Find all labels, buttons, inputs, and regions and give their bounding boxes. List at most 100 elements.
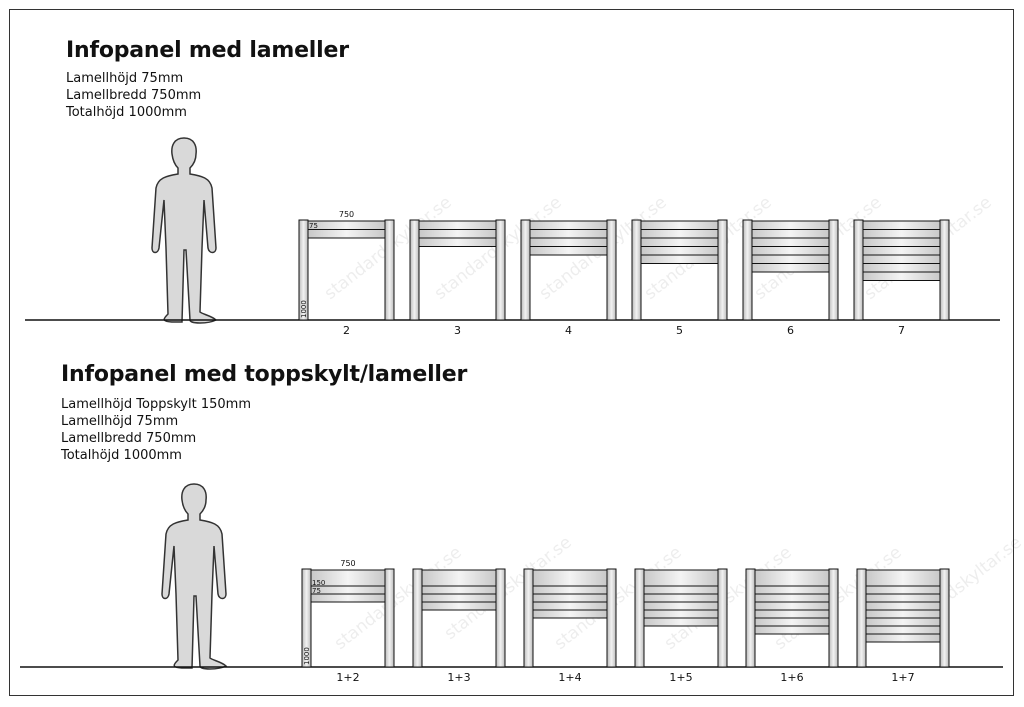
post-right bbox=[606, 568, 617, 668]
dimension-top-sign: 150 bbox=[312, 579, 325, 587]
slat bbox=[862, 254, 941, 264]
post-left bbox=[301, 568, 312, 668]
slat bbox=[865, 585, 941, 595]
post-left bbox=[853, 219, 864, 321]
section1-specs: Lamellhöjd 75mm Lamellbredd 750mm Totalh… bbox=[66, 70, 201, 121]
panel-label: 1+7 bbox=[891, 671, 914, 684]
slat bbox=[529, 229, 608, 239]
slat bbox=[865, 593, 941, 603]
slat bbox=[640, 237, 719, 247]
top-sign bbox=[643, 569, 719, 587]
panel-7: 7 bbox=[853, 219, 950, 337]
drawing-frame bbox=[9, 9, 1014, 696]
slat bbox=[865, 601, 941, 611]
top-sign bbox=[532, 569, 608, 587]
slat bbox=[532, 609, 608, 619]
panel-label: 1+4 bbox=[558, 671, 581, 684]
post-right bbox=[828, 568, 839, 668]
slat bbox=[418, 237, 497, 247]
slat bbox=[310, 593, 386, 603]
dimension-height: 1000 bbox=[300, 300, 308, 318]
slat bbox=[865, 609, 941, 619]
spec-slat-width: Lamellbredd 750mm bbox=[61, 431, 197, 446]
slat bbox=[862, 220, 941, 230]
panel-1+7: 1+7 bbox=[856, 568, 950, 684]
slat bbox=[640, 229, 719, 239]
person-body bbox=[161, 483, 228, 670]
slat bbox=[754, 625, 830, 635]
dimension-slat: 75 bbox=[309, 222, 318, 230]
post-left bbox=[634, 568, 645, 668]
slat bbox=[529, 246, 608, 256]
panel-6: 6 bbox=[742, 219, 839, 337]
section1-title: Infopanel med lameller bbox=[66, 38, 349, 63]
slat bbox=[643, 617, 719, 627]
slat bbox=[751, 220, 830, 230]
slat bbox=[751, 246, 830, 256]
slat bbox=[751, 237, 830, 247]
post-left bbox=[745, 568, 756, 668]
slat bbox=[640, 220, 719, 230]
spec-top-sign-height: Lamellhöjd Toppskylt 150mm bbox=[61, 397, 251, 412]
panel-label: 5 bbox=[676, 324, 683, 337]
slat bbox=[751, 263, 830, 273]
post-right bbox=[495, 568, 506, 668]
top-sign bbox=[421, 569, 497, 587]
panel-label: 1+6 bbox=[780, 671, 803, 684]
panel-1+6: 1+6 bbox=[745, 568, 839, 684]
slat bbox=[754, 601, 830, 611]
panel-3: 3 bbox=[409, 219, 506, 337]
slat bbox=[643, 593, 719, 603]
post-left bbox=[856, 568, 867, 668]
post-left bbox=[298, 219, 309, 321]
top-sign bbox=[865, 569, 941, 587]
person-silhouette bbox=[161, 483, 228, 670]
slat bbox=[865, 633, 941, 643]
spec-slat-width: Lamellbredd 750mm bbox=[66, 88, 202, 103]
slat bbox=[754, 593, 830, 603]
slat bbox=[751, 254, 830, 264]
post-right bbox=[384, 219, 395, 321]
dimension-width: 750 bbox=[340, 559, 355, 568]
slat bbox=[754, 585, 830, 595]
person-silhouette bbox=[151, 137, 218, 324]
slat bbox=[532, 601, 608, 611]
post-left bbox=[742, 219, 753, 321]
top-sign bbox=[754, 569, 830, 587]
panel-label: 4 bbox=[565, 324, 572, 337]
post-right bbox=[717, 219, 728, 321]
slat bbox=[529, 237, 608, 247]
panel-label: 2 bbox=[343, 324, 350, 337]
post-left bbox=[523, 568, 534, 668]
slat bbox=[418, 220, 497, 230]
slat bbox=[421, 585, 497, 595]
slat bbox=[862, 271, 941, 281]
post-left bbox=[631, 219, 642, 321]
slat bbox=[643, 601, 719, 611]
panel-label: 6 bbox=[787, 324, 794, 337]
post-right bbox=[828, 219, 839, 321]
slat bbox=[754, 609, 830, 619]
slat bbox=[865, 617, 941, 627]
post-left bbox=[520, 219, 531, 321]
spec-slat-height: Lamellhöjd 75mm bbox=[66, 71, 184, 86]
spec-slat-height: Lamellhöjd 75mm bbox=[61, 414, 179, 429]
panel-1+5: 1+5 bbox=[634, 568, 728, 684]
slat bbox=[421, 593, 497, 603]
slat bbox=[421, 601, 497, 611]
post-left bbox=[412, 568, 423, 668]
panel-1+3: 1+3 bbox=[412, 568, 506, 684]
post-right bbox=[717, 568, 728, 668]
slat bbox=[862, 263, 941, 273]
dimension-slat: 75 bbox=[312, 587, 321, 595]
slat bbox=[643, 585, 719, 595]
post-right bbox=[939, 568, 950, 668]
panel-label: 1+5 bbox=[669, 671, 692, 684]
person-body bbox=[151, 137, 218, 324]
post-right bbox=[939, 219, 950, 321]
slat bbox=[640, 246, 719, 256]
slat bbox=[640, 254, 719, 264]
